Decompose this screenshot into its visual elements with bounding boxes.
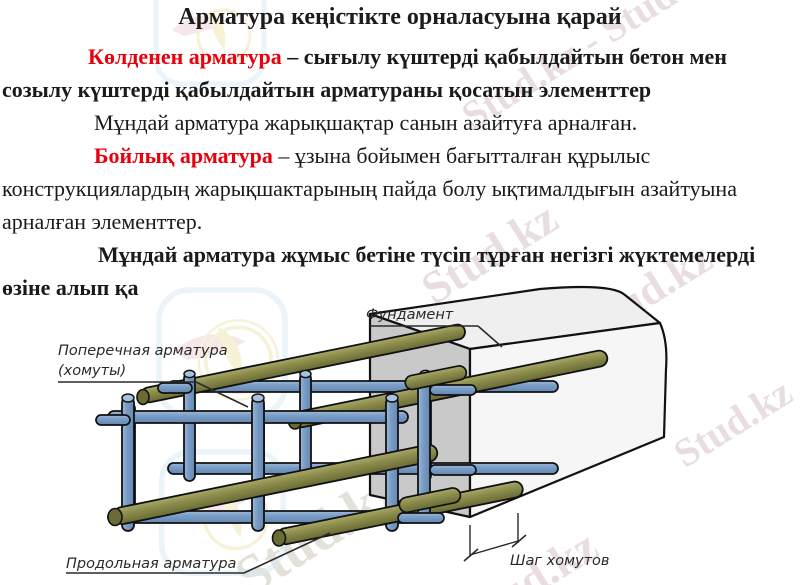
term-longitudinal-rebar: Бойлық арматура bbox=[94, 143, 273, 168]
stirrup-stub-back-left bbox=[157, 382, 193, 394]
label-longitudinal: Продольная арматура bbox=[66, 556, 236, 572]
stirrup-stub-mid-right bbox=[429, 464, 477, 476]
longitudinal-bar-end-lower-right bbox=[398, 487, 462, 514]
paragraph-loads: Мұндай арматура жұмыс бетіне түсіп тұрға… bbox=[0, 238, 800, 271]
label-transverse-line1: Поперечная арматура bbox=[58, 343, 228, 359]
paragraph-longitudinal-line1: – ұзына бойымен бағытталған құрылыс bbox=[272, 143, 651, 168]
slide-text-block: Арматура кеңістікте орналасуына қарай Кө… bbox=[0, 2, 800, 304]
paragraph-transverse-line1: – сығылу күштерді қабылдайтын бетон мен bbox=[281, 44, 727, 69]
longitudinal-bar-end-upper-right bbox=[404, 365, 468, 391]
paragraph-longitudinal-line3: арналған элементтер. bbox=[2, 209, 203, 234]
paragraph-longitudinal-line2: конструкциялардың жарықшактарының пайда … bbox=[2, 176, 737, 201]
paragraph-loads-line2-wrap: өзіне алып қа bbox=[0, 271, 800, 304]
stirrup-frame-front-left bbox=[121, 393, 135, 532]
paragraph-transverse-line2: созылу күштерді қабылдайтын арматураны қ… bbox=[2, 77, 652, 102]
page-title-keyword: Арматура bbox=[178, 4, 286, 30]
paragraph-longitudinal-line3-wrap: арналған элементтер. bbox=[0, 205, 800, 238]
paragraph-transverse-line2-wrap: созылу күштерді қабылдайтын арматураны қ… bbox=[0, 73, 800, 106]
stirrup-stub-top-right bbox=[429, 384, 477, 396]
label-foundation: Фундамент bbox=[366, 307, 454, 323]
paragraph-crack-note: Мұндай арматура жарықшақтар санын азайту… bbox=[0, 106, 800, 139]
leader-foundation bbox=[370, 325, 503, 348]
paragraph-loads-line2: өзіне алып қа bbox=[2, 275, 139, 300]
label-transverse-line2: (хомуты) bbox=[58, 363, 126, 379]
stirrup-stub-left bbox=[95, 414, 131, 426]
dimension-stirrup-spacing bbox=[463, 513, 527, 562]
paragraph-loads-line1: Мұндай арматура жұмыс бетіне түсіп тұрға… bbox=[98, 242, 756, 267]
paragraph-crack-note-text: Мұндай арматура жарықшақтар санын азайту… bbox=[94, 110, 638, 135]
paragraph-longitudinal: Бойлық арматура – ұзына бойымен бағыттал… bbox=[0, 139, 800, 172]
label-stirrup-spacing: Шаг хомутов bbox=[510, 553, 609, 569]
stirrup-frame-front-mid bbox=[251, 393, 265, 532]
term-transverse-rebar: Көлденен арматура bbox=[88, 44, 282, 69]
rebar-cage-figure: Фундамент Поперечная арматура (хомуты) П… bbox=[0, 285, 800, 585]
paragraph-transverse: Көлденен арматура – сығылу күштерді қабы… bbox=[0, 40, 800, 73]
stirrup-stub-bottom-right bbox=[397, 512, 445, 524]
page-title: Арматура кеңістікте орналасуына қарай bbox=[0, 2, 800, 32]
page-title-rest: кеңістікте орналасуына қарай bbox=[285, 4, 622, 30]
paragraph-longitudinal-line2-wrap: конструкциялардың жарықшактарының пайда … bbox=[0, 172, 800, 205]
